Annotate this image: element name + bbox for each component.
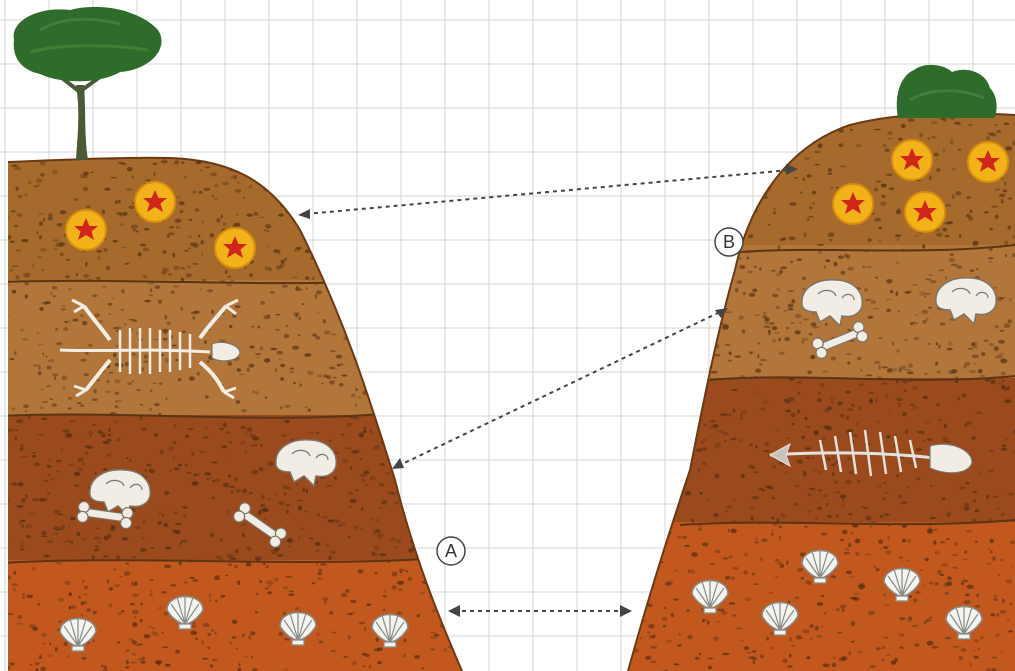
marker-b-label: B <box>723 232 735 252</box>
marker-a: A <box>437 537 465 565</box>
bush-icon <box>897 65 997 118</box>
tree-icon <box>14 7 162 160</box>
sand-dollar-fossil-icon <box>892 140 932 180</box>
sand-dollar-fossil-icon <box>968 142 1008 182</box>
marker-b: B <box>715 228 743 256</box>
left-layer-shell <box>0 560 480 671</box>
sand-dollar-fossil-icon <box>833 184 873 224</box>
right-rock-outcrop <box>620 100 1015 671</box>
sand-dollar-fossil-icon <box>905 192 945 232</box>
sand-dollar-fossil-icon <box>66 210 106 250</box>
correlation-arrow-middle <box>398 312 720 466</box>
marker-a-label: A <box>445 541 457 561</box>
correlation-arrow-top <box>306 170 790 214</box>
sand-dollar-fossil-icon <box>215 228 255 268</box>
sand-dollar-fossil-icon <box>135 182 175 222</box>
